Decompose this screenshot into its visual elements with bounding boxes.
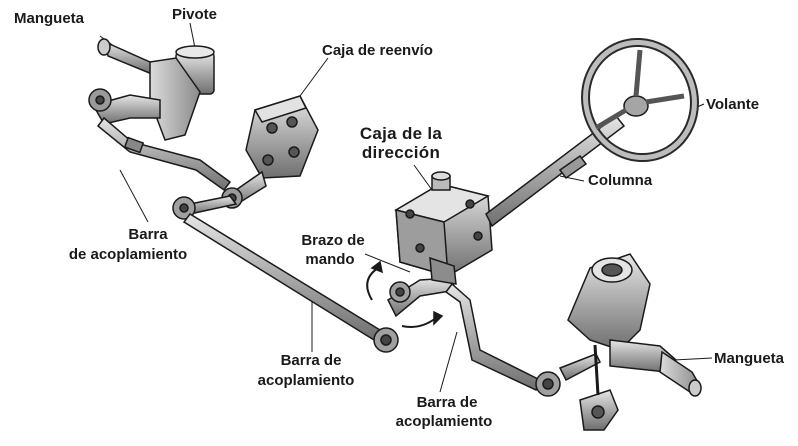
- label-barra-mid-line1: Barra de: [280, 352, 342, 369]
- label-caja-reenvio: Caja de reenvío: [322, 42, 433, 59]
- pitman-arm: [366, 260, 458, 328]
- label-barra-left-line1: Barra: [128, 226, 168, 243]
- label-columna: Columna: [588, 172, 653, 189]
- label-brazo-line2: mando: [305, 251, 355, 268]
- steering-box: [394, 171, 493, 285]
- label-caja-direccion-line2: dirección: [361, 143, 441, 162]
- label-barra-right-line2: acoplamiento: [395, 413, 493, 430]
- label-volante: Volante: [706, 96, 760, 113]
- label-caja-direccion-line1: Caja de la: [359, 124, 443, 143]
- label-mangueta-right: Mangueta: [714, 350, 785, 367]
- center-drag-link: [172, 195, 399, 353]
- label-brazo-line1: Brazo de: [301, 232, 365, 249]
- right-knuckle-assembly: [558, 253, 702, 431]
- steering-wheel: [581, 37, 699, 163]
- label-barra-left-line2: de acoplamiento: [68, 246, 188, 263]
- label-barra-mid-line2: acoplamiento: [257, 372, 355, 389]
- steering-column: [485, 114, 626, 228]
- idler-box: [221, 95, 319, 209]
- upper-tie-rod: [96, 116, 232, 192]
- label-barra-right-line1: Barra de: [416, 394, 478, 411]
- left-knuckle-assembly: [88, 38, 215, 141]
- label-mangueta-top: Mangueta: [14, 10, 85, 27]
- right-tie-rod: [444, 282, 561, 397]
- label-pivote: Pivote: [172, 6, 218, 23]
